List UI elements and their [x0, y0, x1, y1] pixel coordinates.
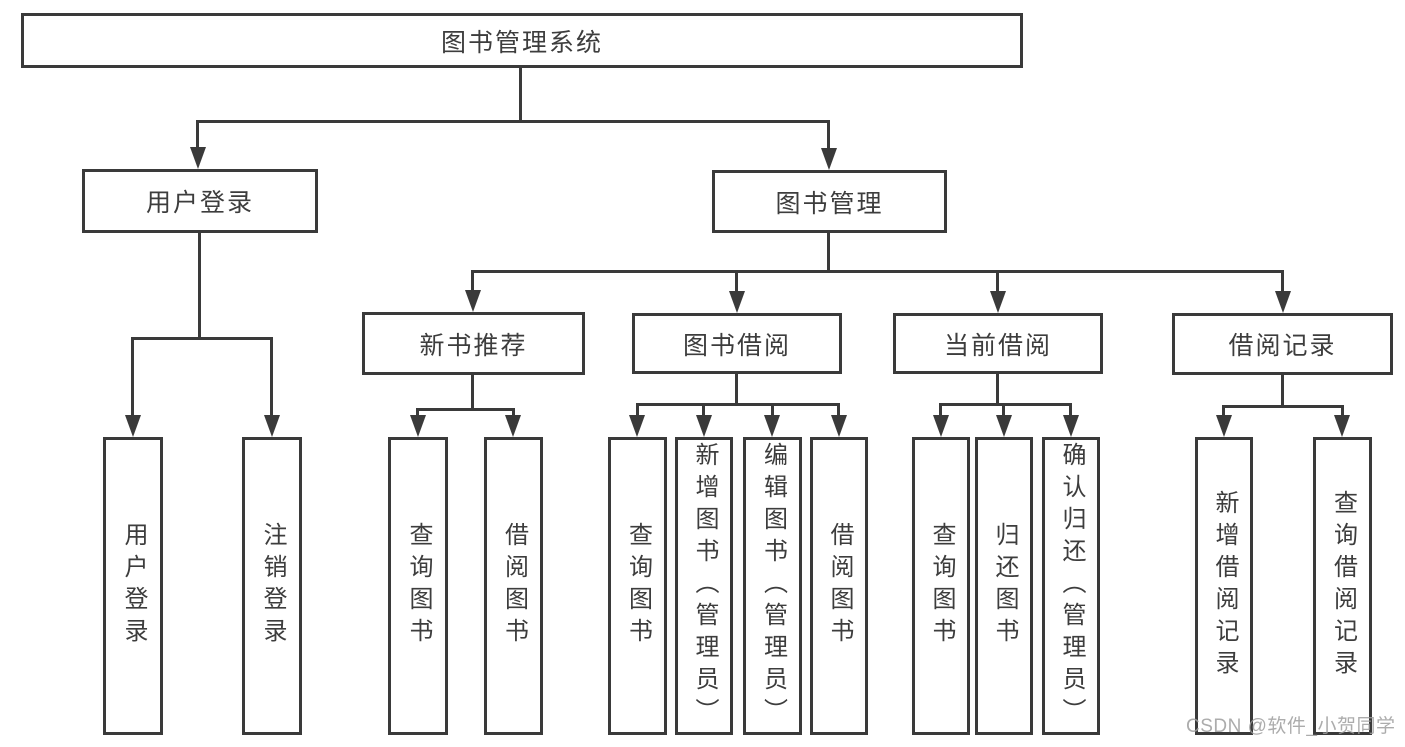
arrow-down-icon: [764, 415, 780, 437]
arrow-down-icon: [1334, 415, 1350, 437]
connector-drop-return-books: [1002, 403, 1005, 417]
arrow-down-icon: [505, 415, 521, 437]
connector-root-stem: [519, 68, 522, 120]
connector-drop-edit-books: [771, 403, 774, 417]
leaf-query-books-current-label: 查询图书: [928, 522, 955, 650]
connector-borrow-records-bar: [1222, 405, 1344, 408]
leaf-query-borrow-record-label: 查询借阅记录: [1329, 490, 1357, 682]
connector-level3-bar: [471, 270, 1284, 273]
connector-drop-query-record: [1341, 405, 1344, 417]
leaf-confirm-return-admin: 确认归还（管理员）: [1042, 437, 1100, 735]
arrow-down-icon: [996, 415, 1012, 437]
node-book-borrow-label: 图书借阅: [682, 331, 791, 360]
node-new-book-recommend: 新书推荐: [362, 312, 585, 375]
connector-drop-user-login: [196, 120, 199, 150]
node-current-borrow-label: 当前借阅: [943, 331, 1052, 360]
leaf-query-books-recommend: 查询图书: [388, 437, 448, 735]
connector-current-borrow-stem: [996, 374, 999, 406]
leaf-add-books-admin-label: 新增图书（管理员）: [691, 442, 718, 730]
node-book-management-label: 图书管理: [775, 189, 884, 218]
connector-drop-query-books-1: [416, 408, 419, 418]
leaf-query-borrow-record: 查询借阅记录: [1313, 437, 1372, 735]
arrow-down-icon: [465, 290, 481, 312]
connector-borrow-records-stem: [1281, 375, 1284, 408]
node-book-management: 图书管理: [712, 170, 947, 233]
connector-drop-add-books: [702, 403, 705, 417]
connector-drop-leaf-user-login: [131, 337, 134, 417]
connector-drop-leaf-logout: [270, 337, 273, 417]
arrow-down-icon: [696, 415, 712, 437]
connector-drop-new-book: [471, 270, 474, 294]
arrow-down-icon: [729, 291, 745, 313]
arrow-down-icon: [190, 147, 206, 169]
node-new-book-recommend-label: 新书推荐: [419, 331, 528, 360]
leaf-query-books-borrow: 查询图书: [608, 437, 667, 735]
connector-level2-bar: [196, 120, 830, 123]
arrow-down-icon: [831, 415, 847, 437]
connector-user-login-bar: [131, 337, 273, 340]
connector-book-borrow-bar: [636, 403, 840, 406]
arrow-down-icon: [410, 415, 426, 437]
connector-drop-borrow-books-1: [512, 408, 515, 418]
csdn-watermark: CSDN @软件_小贺同学: [1186, 716, 1396, 737]
connector-book-management-stem: [827, 233, 830, 273]
node-book-borrow: 图书借阅: [632, 313, 842, 374]
connector-new-book-bar: [416, 408, 515, 411]
connector-drop-book-borrow: [735, 270, 738, 294]
arrow-down-icon: [1063, 415, 1079, 437]
leaf-add-borrow-record-label: 新增借阅记录: [1211, 490, 1238, 682]
leaf-borrow-books-borrow: 借阅图书: [810, 437, 868, 735]
node-user-login: 用户登录: [82, 169, 318, 233]
leaf-return-books-label: 归还图书: [991, 522, 1018, 650]
leaf-add-books-admin: 新增图书（管理员）: [675, 437, 733, 735]
leaf-borrow-books-recommend: 借阅图书: [484, 437, 543, 735]
connector-drop-query-books-2: [636, 403, 639, 417]
arrow-down-icon: [990, 291, 1006, 313]
leaf-borrow-books-borrow-label: 借阅图书: [826, 522, 853, 650]
connector-drop-borrow-records: [1281, 270, 1284, 294]
connector-drop-query-books-3: [939, 403, 942, 417]
node-root-label: 图书管理系统: [440, 28, 603, 57]
arrow-down-icon: [1275, 291, 1291, 313]
connector-current-borrow-bar: [939, 403, 1072, 406]
connector-user-login-stem: [198, 233, 201, 340]
leaf-confirm-return-admin-label: 确认归还（管理员）: [1058, 442, 1085, 730]
arrow-down-icon: [629, 415, 645, 437]
connector-new-book-stem: [471, 375, 474, 411]
connector-drop-book-management: [827, 120, 830, 150]
arrow-down-icon: [821, 148, 837, 170]
leaf-return-books: 归还图书: [975, 437, 1033, 735]
connector-drop-borrow-books-2: [837, 403, 840, 417]
connector-drop-confirm-return: [1069, 403, 1072, 417]
connector-drop-add-record: [1222, 405, 1225, 417]
leaf-query-books-current: 查询图书: [912, 437, 970, 735]
leaf-add-borrow-record: 新增借阅记录: [1195, 437, 1253, 735]
leaf-logout-label: 注销登录: [259, 522, 286, 650]
node-user-login-label: 用户登录: [145, 189, 254, 217]
connector-book-borrow-stem: [735, 374, 738, 406]
node-borrow-records: 借阅记录: [1172, 313, 1393, 375]
leaf-query-books-recommend-label: 查询图书: [405, 522, 432, 650]
leaf-query-books-borrow-label: 查询图书: [624, 522, 652, 650]
leaf-edit-books-admin-label: 编辑图书（管理员）: [759, 442, 787, 730]
leaf-borrow-books-recommend-label: 借阅图书: [500, 522, 528, 650]
node-borrow-records-label: 借阅记录: [1228, 332, 1337, 360]
node-current-borrow: 当前借阅: [893, 313, 1103, 374]
arrow-down-icon: [125, 415, 141, 437]
arrow-down-icon: [1216, 415, 1232, 437]
leaf-user-login-label: 用户登录: [120, 522, 147, 650]
node-root: 图书管理系统: [21, 13, 1023, 68]
connector-drop-current-borrow: [996, 270, 999, 294]
arrow-down-icon: [264, 415, 280, 437]
leaf-user-login: 用户登录: [103, 437, 163, 735]
arrow-down-icon: [933, 415, 949, 437]
leaf-edit-books-admin: 编辑图书（管理员）: [743, 437, 802, 735]
leaf-logout: 注销登录: [242, 437, 302, 735]
